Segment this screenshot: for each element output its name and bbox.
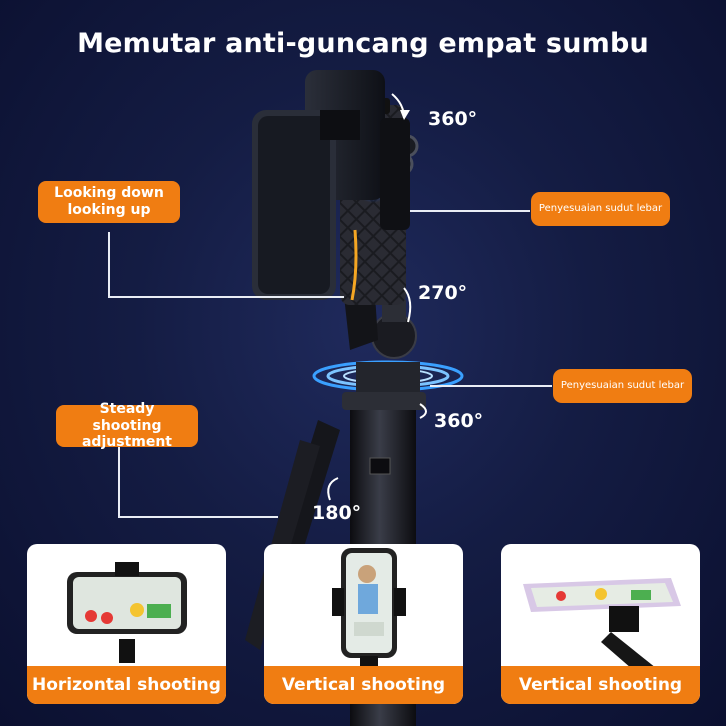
horizontal-phone-image [67, 562, 187, 663]
connector-steady [118, 446, 120, 518]
connector-wide-mid [430, 385, 552, 387]
rotation-middle-label: 270° [418, 282, 468, 304]
mode-label-vertical-2: Vertical shooting [501, 666, 700, 704]
connector-steady-h [118, 516, 278, 518]
rotation-top-label: 360° [428, 108, 478, 130]
vertical-phone-image [332, 548, 406, 666]
callout-steady: Steady shooting adjustment [56, 401, 198, 450]
connector-wide-top [410, 210, 530, 212]
mode-card-horizontal: Horizontal shooting [27, 544, 226, 704]
callout-wide-mid: Penyesuaian sudut lebar [553, 369, 692, 403]
callout-wide-top: Penyesuaian sudut lebar [531, 192, 670, 226]
mode-card-vertical-2: Vertical shooting [501, 544, 700, 704]
connector-looking [108, 232, 110, 298]
mode-label-horizontal: Horizontal shooting [27, 666, 226, 704]
mode-card-vertical-1: Vertical shooting [264, 544, 463, 704]
page-title: Memutar anti-guncang empat sumbu [77, 28, 649, 59]
callout-looking: Looking down looking up [38, 181, 180, 223]
rotation-tilt-label: 180° [312, 502, 362, 524]
connector-looking-h [108, 296, 344, 298]
rotation-lower-label: 360° [434, 410, 484, 432]
mode-label-vertical-1: Vertical shooting [264, 666, 463, 704]
